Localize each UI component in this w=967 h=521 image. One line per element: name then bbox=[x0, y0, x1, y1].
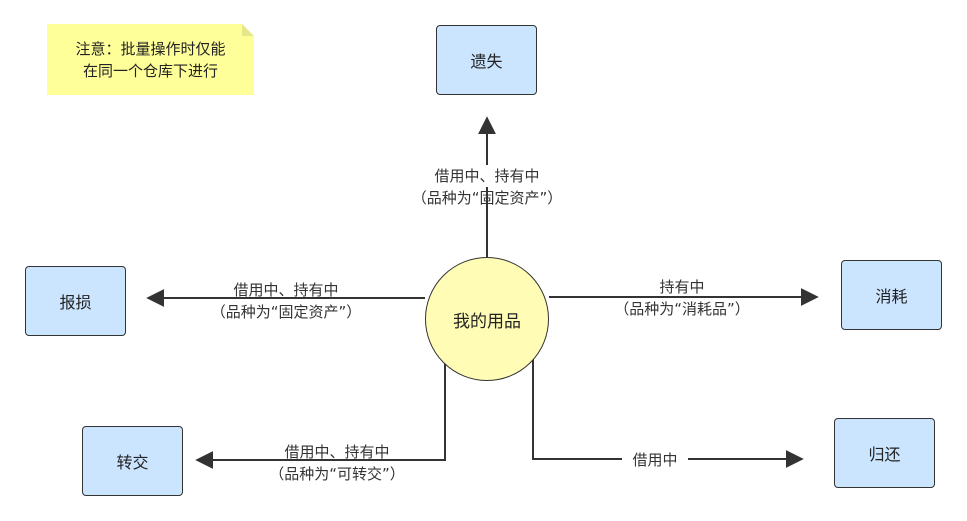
node-scrap-label: 报损 bbox=[59, 293, 92, 312]
node-transfer-label: 转交 bbox=[116, 453, 149, 472]
node-return[interactable]: 归还 bbox=[834, 418, 935, 488]
edge-label-scrap-line-1: 借用中、持有中 bbox=[233, 281, 339, 299]
edge-label-return: 借用中 bbox=[622, 449, 688, 471]
node-my-items[interactable]: 我的用品 bbox=[425, 257, 549, 381]
edge-label-consume-line-1: 持有中 bbox=[659, 278, 705, 296]
node-return-label: 归还 bbox=[868, 445, 901, 464]
edge-label-transfer-line-1: 借用中、持有中 bbox=[284, 443, 390, 461]
node-my-items-label: 我的用品 bbox=[453, 311, 521, 332]
edge-label-lost-line-2: （品种为“固定资产”） bbox=[411, 189, 563, 207]
edge-label-scrap: 借用中、持有中 （品种为“固定资产”） bbox=[188, 279, 384, 323]
note-line-1: 注意：批量操作时仅能 bbox=[75, 39, 226, 58]
note-card: 注意：批量操作时仅能 在同一个仓库下进行 bbox=[47, 24, 254, 95]
edge-label-lost-line-1: 借用中、持有中 bbox=[392, 165, 582, 187]
node-consume[interactable]: 消耗 bbox=[841, 260, 942, 330]
edge-to-return bbox=[532, 352, 804, 468]
edge-label-return-line-1: 借用中 bbox=[622, 449, 688, 471]
edge-label-transfer: 借用中、持有中 （品种为“可转交”） bbox=[247, 441, 427, 485]
node-consume-label: 消耗 bbox=[875, 287, 908, 306]
edge-label-lost: 借用中、持有中 （品种为“固定资产”） bbox=[392, 165, 582, 209]
node-scrap[interactable]: 报损 bbox=[25, 266, 126, 336]
note-shape bbox=[47, 24, 254, 95]
node-transfer[interactable]: 转交 bbox=[82, 426, 183, 496]
node-lost-label: 遗失 bbox=[470, 52, 503, 71]
edge-label-consume: 持有中 （品种为“消耗品”） bbox=[594, 276, 770, 320]
edge-to-transfer bbox=[195, 358, 446, 469]
node-lost[interactable]: 遗失 bbox=[436, 25, 537, 95]
edge-label-scrap-line-2: （品种为“固定资产”） bbox=[210, 303, 362, 321]
edge-label-consume-line-2: （品种为“消耗品”） bbox=[614, 300, 750, 318]
edge-label-transfer-line-2: （品种为“可转交”） bbox=[269, 465, 405, 483]
note-line-2: 在同一个仓库下进行 bbox=[82, 61, 218, 80]
